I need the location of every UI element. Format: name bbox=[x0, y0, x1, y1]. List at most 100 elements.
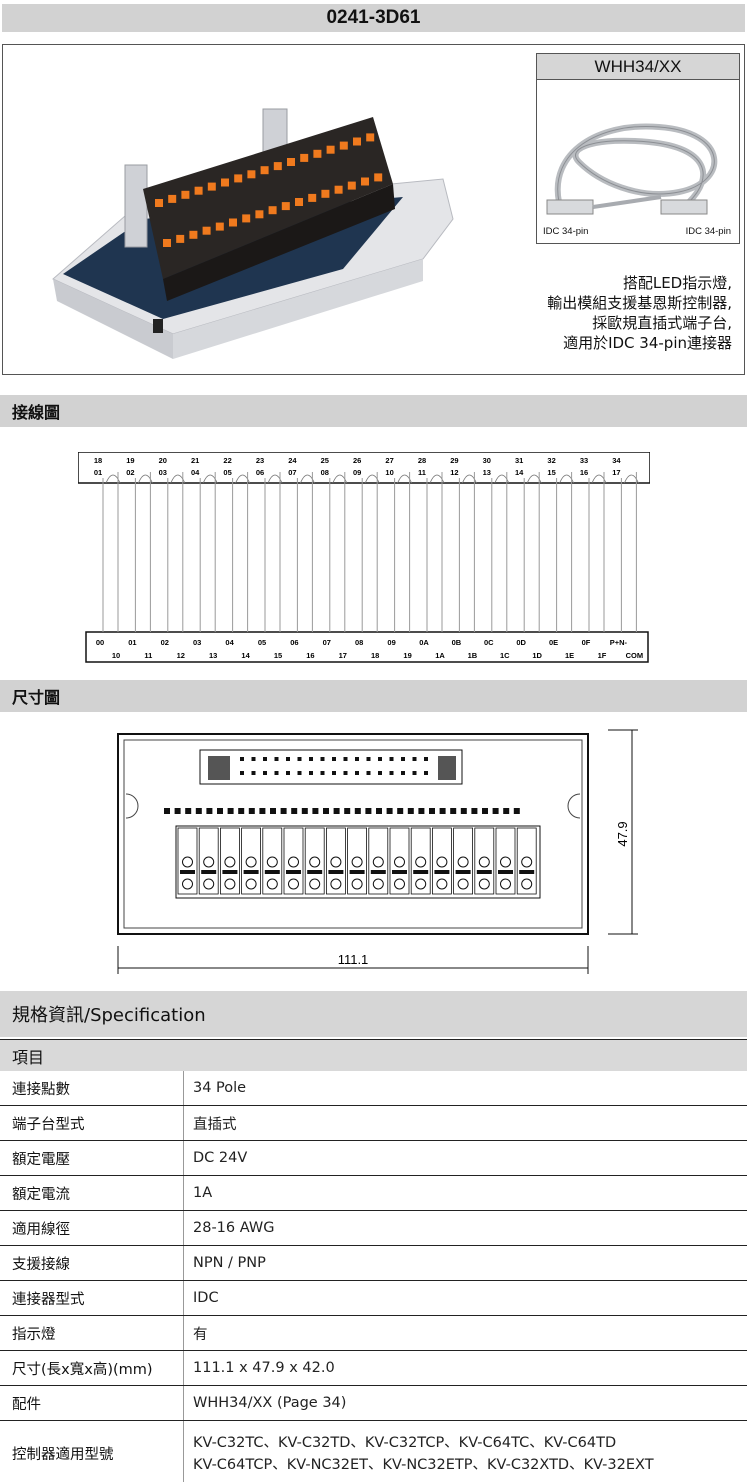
led-indicator bbox=[174, 808, 181, 814]
spec-key: 端子台型式 bbox=[0, 1106, 184, 1140]
terminal-bar bbox=[243, 870, 259, 874]
wire-bridge bbox=[267, 474, 283, 484]
terminal-slot bbox=[495, 827, 516, 895]
pin-label-top: 24 bbox=[288, 456, 297, 465]
led-indicator bbox=[492, 808, 499, 814]
spec-value: 直插式 bbox=[193, 1116, 237, 1133]
terminal-bar bbox=[286, 870, 301, 874]
pin-label-top: 13 bbox=[483, 468, 491, 477]
led-indicator bbox=[397, 808, 404, 814]
terminal-lever bbox=[155, 199, 163, 207]
pin-label-top: 15 bbox=[547, 468, 555, 477]
model-list-line: KV-C32TC、KV-C32TD、KV-C32TCP、KV-C64TC、KV-… bbox=[193, 1434, 617, 1451]
terminal-slot bbox=[389, 827, 410, 895]
terminal-slot bbox=[304, 827, 325, 895]
terminal-label-bottom: 1F bbox=[598, 651, 607, 660]
terminal-slot bbox=[516, 827, 537, 895]
idc-pin bbox=[309, 757, 313, 761]
terminal-lever bbox=[247, 170, 256, 179]
terminal-lever bbox=[207, 182, 216, 191]
terminal-lever bbox=[300, 153, 309, 162]
terminal-label-bottom: 13 bbox=[209, 651, 217, 660]
terminal-label-bottom: 1B bbox=[468, 651, 478, 660]
terminal-bar bbox=[476, 870, 492, 874]
terminal-screw bbox=[521, 856, 533, 868]
pin-label-top: 07 bbox=[288, 468, 296, 477]
cable-accessory-panel: WHH34/XX IDC 34-pin IDC 34-pin bbox=[536, 53, 740, 244]
table-row: 配件 WHH34/XX (Page 34) bbox=[0, 1386, 747, 1421]
terminal-lever bbox=[308, 193, 317, 202]
pin-label-top: 30 bbox=[483, 456, 491, 465]
idc-pin bbox=[378, 771, 382, 775]
terminal-label-bottom: 11 bbox=[144, 651, 152, 660]
terminal-label-bottom: 04 bbox=[225, 638, 234, 647]
led-indicator bbox=[460, 808, 467, 814]
terminal-screw bbox=[478, 878, 490, 890]
terminal-lever bbox=[334, 185, 343, 194]
led-indicator bbox=[227, 808, 234, 814]
terminal-lever bbox=[268, 206, 277, 215]
spec-value: 1A bbox=[193, 1185, 213, 1201]
terminal-label-bottom: 0B bbox=[452, 638, 462, 647]
spec-key: 連接器型式 bbox=[0, 1281, 184, 1315]
terminal-screw bbox=[521, 878, 533, 890]
led-indicator bbox=[195, 808, 202, 814]
led-indicator bbox=[439, 808, 446, 814]
pin-label-top: 06 bbox=[256, 468, 264, 477]
wire-bridge bbox=[559, 474, 574, 484]
idc-pin bbox=[286, 757, 290, 761]
terminal-lever bbox=[234, 174, 243, 183]
spec-subheading: 項目 bbox=[0, 1039, 747, 1071]
terminal-slot bbox=[410, 827, 431, 895]
spec-key: 尺寸(長x寬x高)(mm) bbox=[0, 1351, 184, 1385]
spec-value: KV-C32TC、KV-C32TD、KV-C32TCP、KV-C64TC、KV-… bbox=[184, 1421, 747, 1482]
terminal-lever bbox=[326, 145, 335, 154]
table-row: 連接器型式 IDC bbox=[0, 1281, 747, 1316]
led-indicator bbox=[312, 808, 319, 814]
terminal-screw bbox=[288, 878, 299, 890]
terminal-label-bottom: 18 bbox=[371, 651, 379, 660]
terminal-lever bbox=[339, 141, 348, 150]
idc-pin bbox=[412, 771, 417, 775]
terminal-slot bbox=[431, 827, 452, 895]
terminal-screw bbox=[415, 856, 427, 868]
table-row: 指示燈 有 bbox=[0, 1316, 747, 1351]
terminal-label-bottom: 06 bbox=[290, 638, 298, 647]
terminal-label-bottom: P+N- bbox=[610, 638, 628, 647]
wiring-diagram: 1801190220032104220523062407250826092710… bbox=[78, 452, 650, 663]
terminal-screw bbox=[351, 856, 363, 868]
wire-bridge bbox=[170, 474, 186, 484]
terminal-label-bottom: 17 bbox=[339, 651, 347, 660]
product-title: 0241-3D61 bbox=[2, 4, 745, 32]
wire-bridge bbox=[105, 474, 121, 484]
terminal-lever bbox=[176, 234, 185, 243]
pin-label-top: 03 bbox=[159, 468, 167, 477]
spec-value: 34 Pole bbox=[193, 1080, 247, 1096]
pin-label-top: 32 bbox=[547, 456, 555, 465]
terminal-screw bbox=[500, 878, 511, 890]
idc-pin bbox=[378, 757, 382, 761]
pin-label-top: 27 bbox=[385, 456, 393, 465]
table-row: 端子台型式 直插式 bbox=[0, 1106, 747, 1141]
cable-title: WHH34/XX bbox=[537, 54, 739, 80]
cable-image bbox=[546, 123, 718, 215]
led-indicator bbox=[259, 808, 266, 814]
spec-key: 支援接線 bbox=[0, 1246, 184, 1280]
feature-line: 輸出模組支援基恩斯控制器, bbox=[547, 294, 732, 312]
wire-bridge bbox=[138, 474, 153, 484]
terminal-bar bbox=[434, 870, 450, 874]
terminal-lever bbox=[242, 214, 251, 223]
pin-label-top: 23 bbox=[256, 456, 264, 465]
led-indicator bbox=[429, 808, 435, 814]
terminal-screw bbox=[415, 878, 427, 890]
terminal-slot bbox=[262, 827, 283, 895]
terminal-label-bottom: 0E bbox=[549, 638, 558, 647]
pin-label-top: 33 bbox=[580, 456, 588, 465]
idc-pin bbox=[343, 757, 348, 761]
terminal-lever bbox=[260, 166, 269, 175]
idc-pin bbox=[263, 757, 267, 761]
terminal-slot bbox=[241, 827, 262, 895]
spec-value: 28-16 AWG bbox=[193, 1220, 275, 1236]
led-indicator bbox=[354, 808, 361, 814]
terminal-screw bbox=[436, 856, 448, 868]
